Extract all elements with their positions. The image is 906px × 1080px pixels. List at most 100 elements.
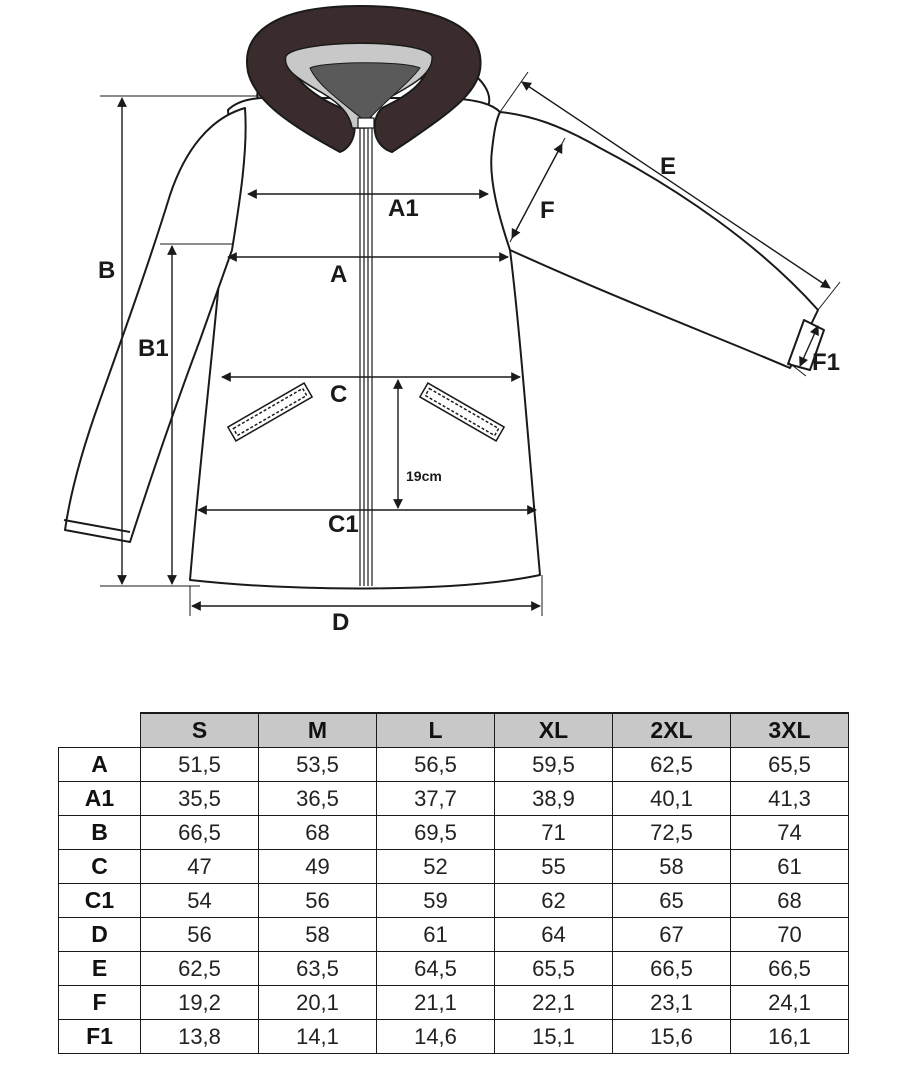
left-pocket: [226, 382, 314, 442]
table-cell: 19,2: [140, 985, 259, 1020]
label-F: F: [540, 197, 555, 224]
label-pocket-depth: 19cm: [406, 468, 442, 484]
arrow-E: [521, 81, 831, 289]
jacket-outline: [63, 77, 825, 590]
table-cell: 61: [730, 849, 849, 884]
table-cell: 62: [494, 883, 613, 918]
table-cell: 14,1: [258, 1019, 377, 1054]
hood: [246, 4, 482, 154]
table-cell: 64: [494, 917, 613, 952]
label-C: C: [330, 381, 347, 408]
table-cell: 23,1: [612, 985, 731, 1020]
table-cell: 55: [494, 849, 613, 884]
jacket-body: [189, 96, 541, 590]
size-header: M: [258, 712, 377, 748]
table-cell: 74: [730, 815, 849, 850]
table-cell: 67: [612, 917, 731, 952]
table-cell: 51,5: [140, 747, 259, 782]
table-cell: 69,5: [376, 815, 495, 850]
table-cell: 41,3: [730, 781, 849, 816]
table-cell: 20,1: [258, 985, 377, 1020]
table-cell: 24,1: [730, 985, 849, 1020]
jacket-diagram: A1 A B B1 C 19cm C1 D E F F1: [63, 4, 841, 636]
table-cell: 56: [140, 917, 259, 952]
table-cell: 59: [376, 883, 495, 918]
table-cell: 52: [376, 849, 495, 884]
table-cell: 65,5: [730, 747, 849, 782]
label-C1: C1: [328, 511, 359, 538]
label-D: D: [332, 609, 349, 636]
table-cell: 66,5: [140, 815, 259, 850]
size-header: L: [376, 712, 495, 748]
row-label: F1: [58, 1019, 141, 1054]
measurement-arrows: [117, 81, 831, 611]
label-A: A: [330, 261, 347, 288]
label-B: B: [98, 257, 115, 284]
table-cell: 70: [730, 917, 849, 952]
table-cell: 56: [258, 883, 377, 918]
table-cell: 47: [140, 849, 259, 884]
table-cell: 68: [258, 815, 377, 850]
table-cell: 40,1: [612, 781, 731, 816]
table-cell: 62,5: [612, 747, 731, 782]
size-header: 2XL: [612, 712, 731, 748]
table-cell: 54: [140, 883, 259, 918]
table-cell: 58: [612, 849, 731, 884]
hood-inner-shadow: [309, 62, 421, 123]
size-header: S: [140, 712, 259, 748]
right-pocket: [418, 382, 506, 442]
table-corner: [59, 713, 141, 748]
row-label: F: [58, 985, 141, 1020]
size-header: 3XL: [730, 712, 849, 748]
table-cell: 66,5: [612, 951, 731, 986]
table-cell: 16,1: [730, 1019, 849, 1054]
table-cell: 66,5: [730, 951, 849, 986]
table-cell: 35,5: [140, 781, 259, 816]
row-label: B: [58, 815, 141, 850]
table-cell: 58: [258, 917, 377, 952]
table-cell: 15,1: [494, 1019, 613, 1054]
table-cell: 13,8: [140, 1019, 259, 1054]
table-cell: 36,5: [258, 781, 377, 816]
table-cell: 72,5: [612, 815, 731, 850]
arrow-F: [511, 143, 563, 239]
table-cell: 63,5: [258, 951, 377, 986]
size-header-row: S M L XL 2XL 3XL: [59, 712, 849, 748]
size-header: XL: [494, 712, 613, 748]
table-cell: 49: [258, 849, 377, 884]
table-cell: 37,7: [376, 781, 495, 816]
table-cell: 53,5: [258, 747, 377, 782]
table-cell: 65: [612, 883, 731, 918]
table-cell: 71: [494, 815, 613, 850]
table-cell: 68: [730, 883, 849, 918]
label-E: E: [660, 153, 676, 180]
table-cell: 22,1: [494, 985, 613, 1020]
right-sleeve: [490, 111, 819, 369]
table-cell: 14,6: [376, 1019, 495, 1054]
table-cell: 65,5: [494, 951, 613, 986]
table-cell: 15,6: [612, 1019, 731, 1054]
left-sleeve: [64, 107, 247, 543]
pockets: [226, 382, 506, 442]
label-F1: F1: [812, 349, 840, 376]
label-B1: B1: [138, 335, 169, 362]
label-A1: A1: [388, 195, 419, 222]
row-label: C: [58, 849, 141, 884]
table-cell: 21,1: [376, 985, 495, 1020]
row-label: E: [58, 951, 141, 986]
table-cell: 61: [376, 917, 495, 952]
table-cell: 62,5: [140, 951, 259, 986]
row-label: A1: [58, 781, 141, 816]
table-cell: 38,9: [494, 781, 613, 816]
arrow-F1: [799, 325, 819, 367]
table-cell: 56,5: [376, 747, 495, 782]
